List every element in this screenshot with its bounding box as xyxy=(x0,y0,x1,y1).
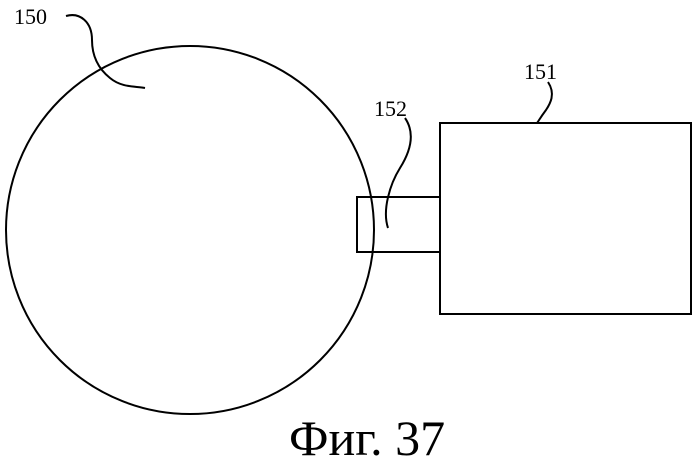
figure-caption: Фиг. 37 xyxy=(289,410,445,466)
component-152-connector xyxy=(357,197,440,252)
ref-label-152: 152 xyxy=(374,96,407,121)
ref-label-150: 150 xyxy=(14,4,47,29)
component-151-box xyxy=(440,123,691,314)
ref-label-151: 151 xyxy=(524,59,557,84)
leader-line-151 xyxy=(537,82,552,123)
component-150-circle xyxy=(6,46,374,414)
leader-line-152 xyxy=(386,118,411,228)
leader-line-150 xyxy=(66,15,145,88)
